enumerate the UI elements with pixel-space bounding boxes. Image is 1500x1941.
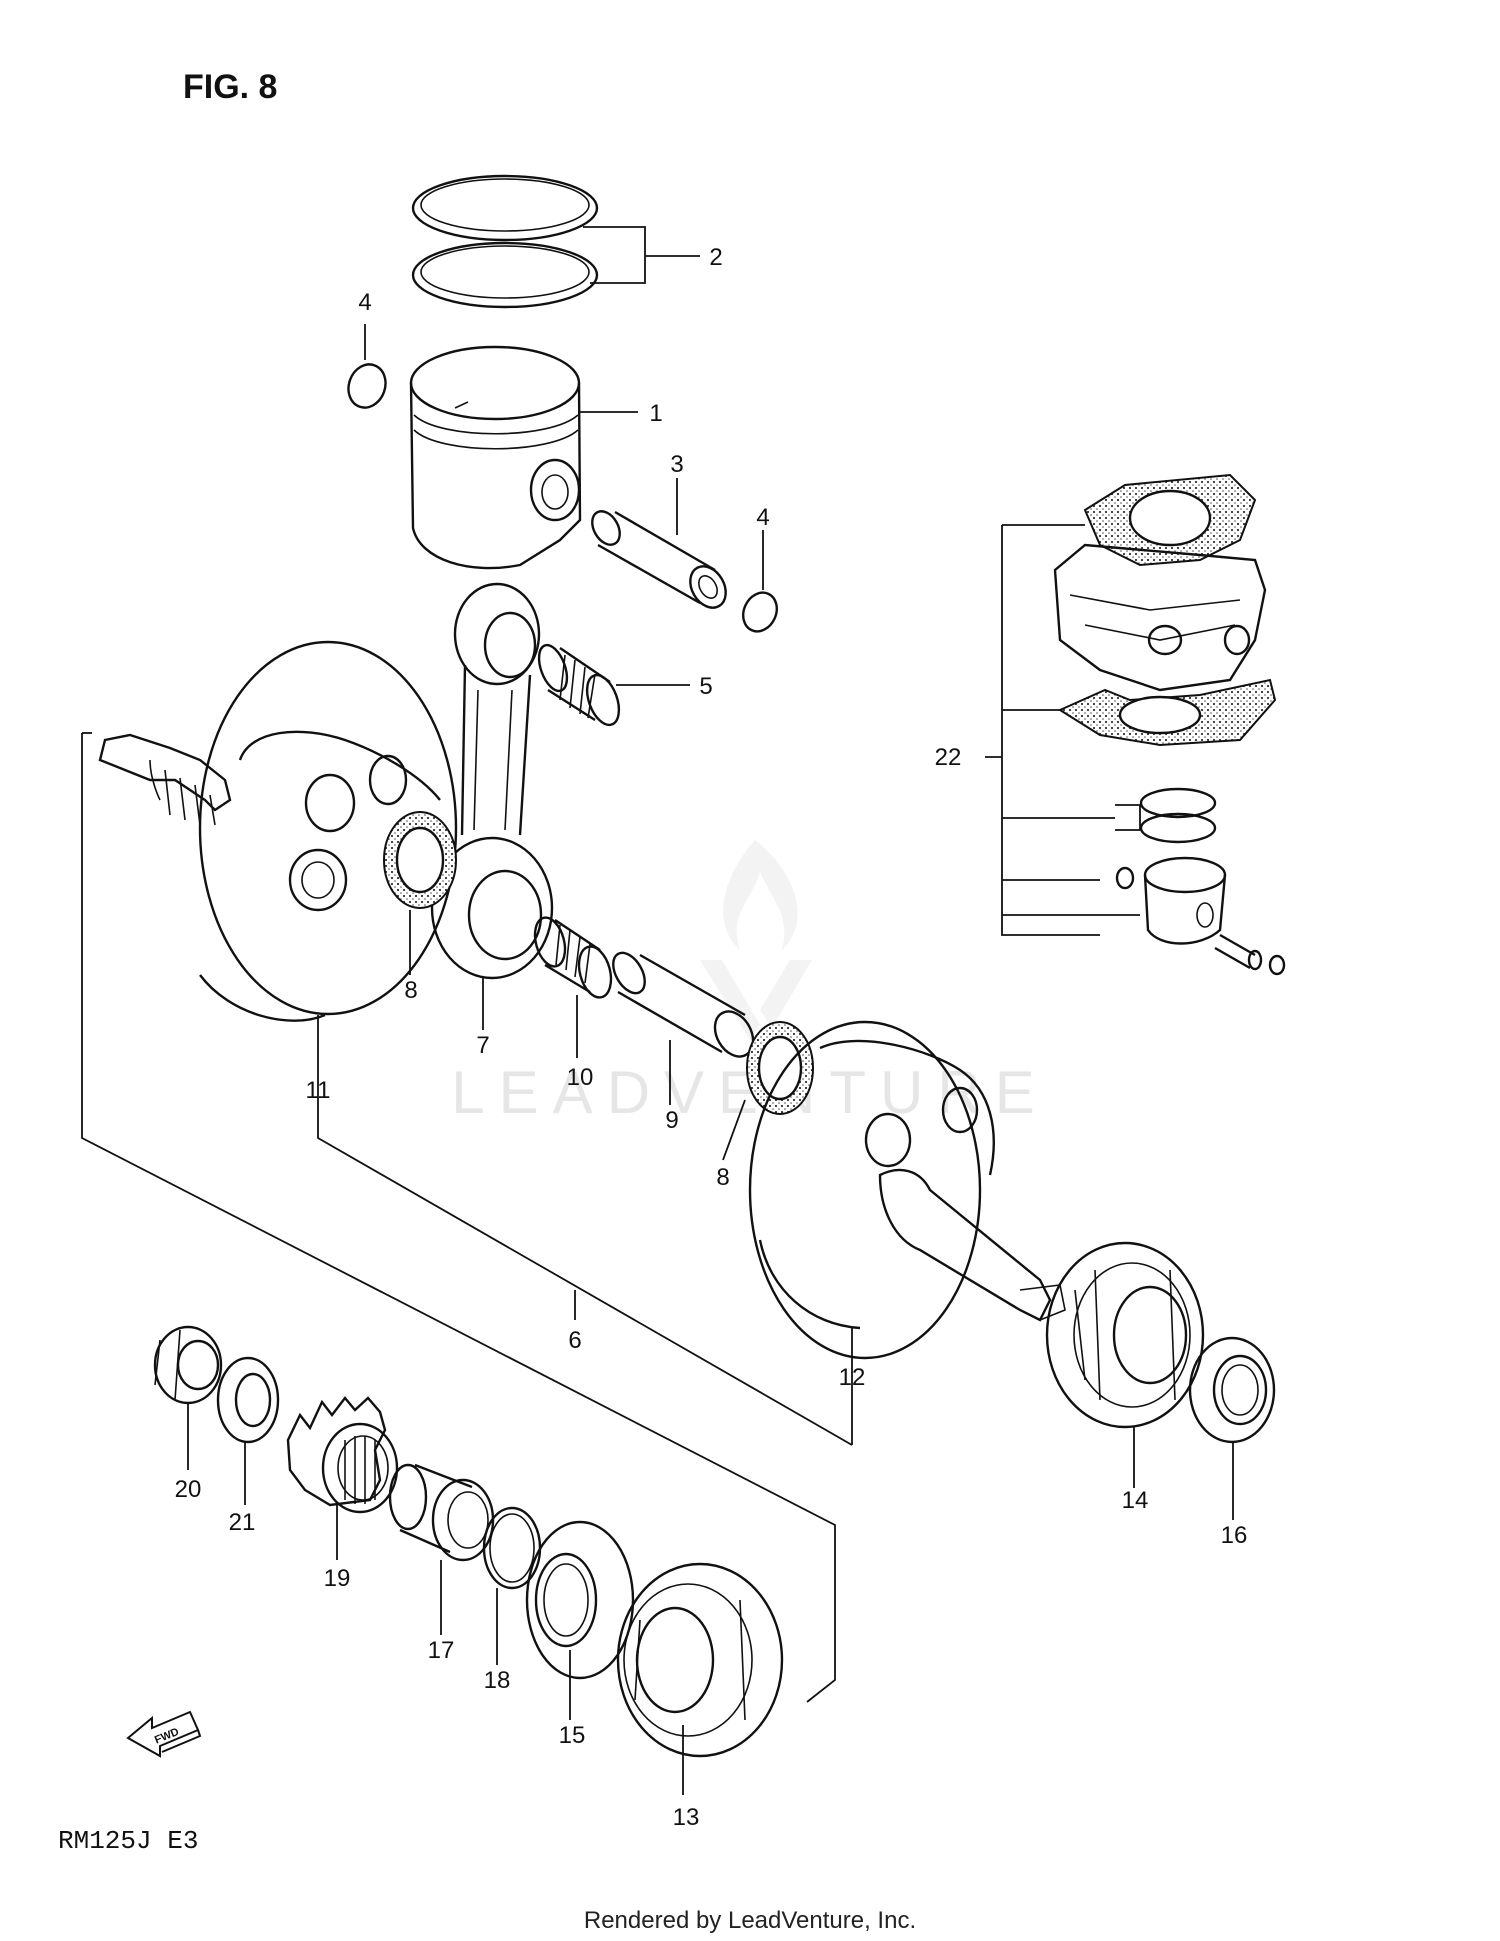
callout-20: 20 xyxy=(175,1476,202,1503)
oil-seal-right xyxy=(1188,1336,1276,1444)
rendered-by-footer: Rendered by LeadVenture, Inc. xyxy=(584,1907,916,1934)
callout-16: 16 xyxy=(1221,1522,1248,1549)
callout-3: 3 xyxy=(670,451,683,478)
thrust-washer-right xyxy=(746,1021,814,1115)
callout-6: 6 xyxy=(568,1327,581,1354)
circlip-right xyxy=(742,591,778,633)
callout-21: 21 xyxy=(229,1509,256,1536)
callout-15: 15 xyxy=(559,1722,586,1749)
callout-22: 22 xyxy=(935,744,962,771)
callout-12: 12 xyxy=(839,1364,866,1391)
callout-10: 10 xyxy=(567,1064,594,1091)
oil-seal-15 xyxy=(525,1520,635,1680)
main-bearing-right xyxy=(1045,1241,1205,1429)
crank-pin xyxy=(612,951,755,1058)
spacer-17 xyxy=(388,1463,495,1562)
piston xyxy=(409,345,582,570)
figure-title: FIG. 8 xyxy=(183,68,277,106)
nut xyxy=(153,1325,223,1405)
callout-11: 11 xyxy=(306,1077,331,1104)
callout-4-left: 4 xyxy=(358,289,371,316)
crank-web-left xyxy=(98,640,458,1022)
crank-web-right xyxy=(748,1020,1066,1360)
small-end-bearing xyxy=(537,643,621,727)
callout-labels: 2 4 1 3 4 5 22 8 7 10 11 9 8 6 12 20 21 … xyxy=(175,244,1248,1831)
callout-5: 5 xyxy=(699,673,712,700)
o-ring-18 xyxy=(482,1506,542,1590)
callout-19: 19 xyxy=(324,1565,351,1592)
callout-8-right: 8 xyxy=(716,1164,729,1191)
watermark-text: LEADVENTURE xyxy=(451,1059,1048,1126)
fwd-arrow-icon: FWD xyxy=(126,1710,202,1758)
big-end-bearing xyxy=(533,916,613,999)
piston-rings xyxy=(411,174,599,309)
callout-7: 7 xyxy=(476,1032,489,1059)
callout-8-left: 8 xyxy=(404,977,417,1004)
gasket-kit-inset xyxy=(985,473,1286,976)
circlip-left xyxy=(347,363,387,409)
callout-17: 17 xyxy=(428,1637,455,1664)
callout-4-right: 4 xyxy=(756,504,769,531)
callout-14: 14 xyxy=(1122,1487,1149,1514)
connecting-rod xyxy=(430,582,554,980)
callout-9: 9 xyxy=(665,1107,678,1134)
leadventure-flame-logo xyxy=(700,840,812,1040)
assembly-bracket xyxy=(81,732,853,1703)
callout-13: 13 xyxy=(673,1804,700,1831)
piston-pin xyxy=(591,510,727,609)
model-code: RM125J E3 xyxy=(58,1826,198,1856)
crank-gear xyxy=(286,1396,399,1514)
washer-21 xyxy=(216,1356,280,1444)
callout-2: 2 xyxy=(709,244,722,271)
main-bearing-left xyxy=(616,1562,784,1758)
callout-1: 1 xyxy=(649,400,662,427)
thrust-washer-left xyxy=(383,811,457,909)
callout-18: 18 xyxy=(484,1667,511,1694)
